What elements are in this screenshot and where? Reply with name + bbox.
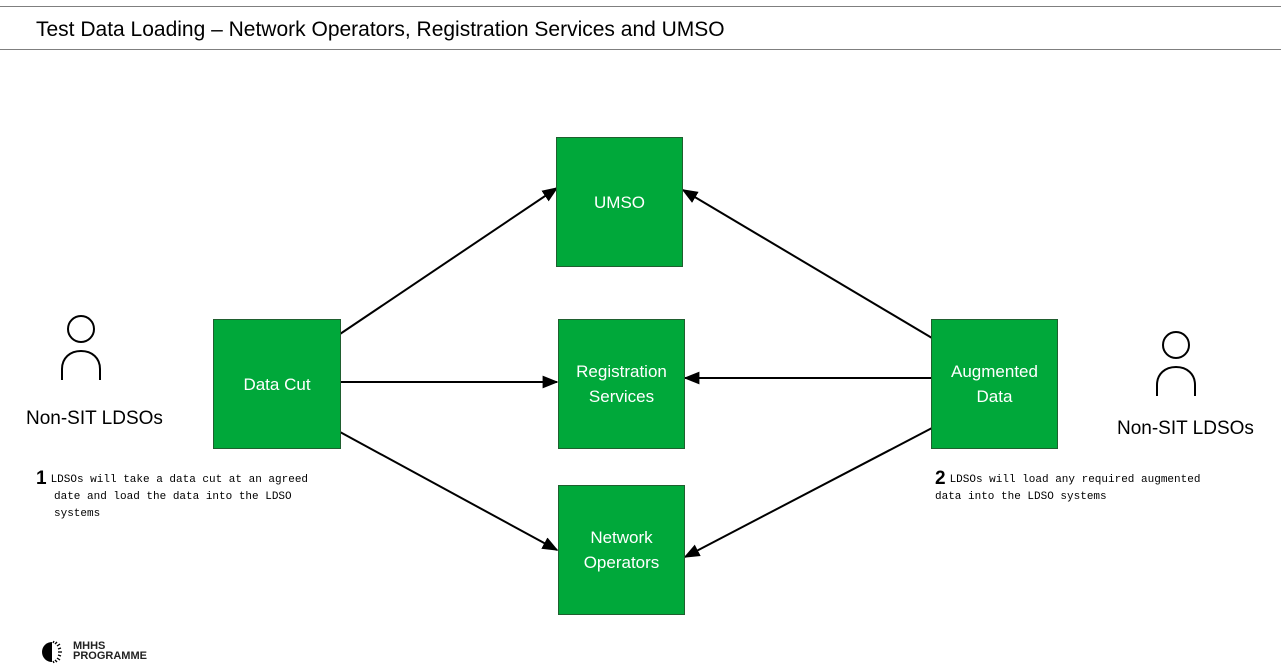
logo-line1: MHHS bbox=[73, 640, 106, 652]
slide-title: Test Data Loading – Network Operators, R… bbox=[36, 18, 725, 41]
logo-text: MHHS PROGRAMME bbox=[73, 640, 147, 662]
left-person-icon bbox=[61, 315, 101, 380]
arrow-augmented-to-network bbox=[683, 427, 933, 558]
augmented-data-label: Augmented Data bbox=[951, 362, 1038, 406]
step-number-1: 1 bbox=[36, 468, 47, 489]
arrow-augmented-to-umso bbox=[681, 189, 933, 339]
left-actor-label: Non-SIT LDSOs bbox=[26, 408, 163, 429]
right-person-icon bbox=[1156, 331, 1196, 396]
registration-services-label: Registration Services bbox=[576, 362, 667, 406]
network-operators-box: Network Operators bbox=[558, 485, 685, 615]
network-operators-label: Network Operators bbox=[583, 528, 660, 572]
arrow-datacut-to-umso bbox=[339, 187, 559, 335]
top-rule bbox=[0, 6, 1281, 7]
arrow-datacut-to-network bbox=[339, 431, 559, 551]
step-number-2: 2 bbox=[935, 468, 946, 489]
umso-box: UMSO bbox=[556, 137, 683, 267]
title-rule bbox=[0, 49, 1281, 50]
right-actor-label: Non-SIT LDSOs bbox=[1117, 418, 1254, 439]
left-note-line3: systems bbox=[54, 508, 101, 520]
right-note-line1: LDSOs will load any required augmented bbox=[949, 474, 1201, 486]
augmented-data-box: Augmented Data bbox=[931, 319, 1058, 449]
logo-line2: PROGRAMME bbox=[73, 650, 147, 662]
data-cut-box: Data Cut bbox=[213, 319, 341, 449]
right-note-line2: data into the LDSO systems bbox=[935, 491, 1107, 503]
left-note-line1: LDSOs will take a data cut at an agreed bbox=[50, 474, 309, 486]
data-cut-label: Data Cut bbox=[243, 374, 311, 394]
left-note-line2: date and load the data into the LDSO bbox=[54, 491, 292, 503]
umso-label: UMSO bbox=[594, 192, 645, 212]
mhhs-logo-icon bbox=[42, 640, 62, 664]
registration-services-box: Registration Services bbox=[558, 319, 685, 449]
